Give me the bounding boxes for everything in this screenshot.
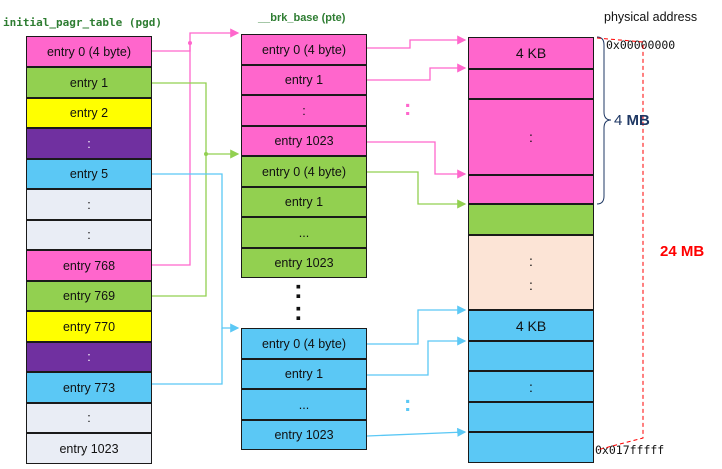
blue-side-dots: :: [404, 391, 412, 416]
arrow-pgd1-to-pte: [152, 82, 240, 159]
label-24mb: 24 MB: [660, 243, 705, 260]
junction-green: [204, 152, 208, 156]
pgd-entry-769: entry 769: [26, 281, 152, 311]
phys-peach-block: : :: [468, 235, 594, 310]
label-4mb-unit: MB: [626, 112, 650, 129]
pgd-entry-gap1: :: [26, 189, 152, 220]
pte-blue-entry-1023: entry 1023: [241, 420, 367, 450]
pgd-entry-2: entry 2: [26, 98, 152, 128]
pgd-entry-3: :: [26, 128, 152, 159]
label-4mb: 4 MB: [614, 112, 650, 129]
phys-green-block: [468, 204, 594, 235]
phys-blue-pages: :: [468, 371, 594, 402]
arrow-pte-pink-1023: [367, 141, 467, 179]
pte-pink-entry-1023: entry 1023: [241, 126, 367, 156]
pte-green-entry-gap: ...: [241, 217, 367, 248]
line-pgd768-to-pte: [152, 43, 191, 266]
phys-blue-page-last: [468, 432, 594, 463]
brace-4mb: [596, 36, 612, 205]
label-4mb-number: 4: [614, 112, 623, 129]
start-address: 0x00000000: [606, 38, 676, 52]
physical-address-header: physical address: [604, 10, 698, 24]
pte-pink-entry-0: entry 0 (4 byte): [241, 34, 367, 65]
pgd-entry-770: entry 770: [26, 311, 152, 342]
phys-peach-dots-1: :: [529, 252, 533, 269]
line-pgd769-to-pte: [152, 154, 207, 297]
pink-side-dots: :: [404, 95, 412, 120]
phys-blue-page-1: [468, 341, 594, 371]
pgd-entry-gap2: :: [26, 220, 152, 250]
phys-pink-page-1: [468, 69, 594, 99]
arrow-pte-blue-1023: [366, 427, 467, 437]
pgd-entry-1023: entry 1023: [26, 433, 152, 464]
line-pgd773-to-pte: [152, 328, 223, 385]
pte-blue-entry-gap: ...: [241, 389, 367, 420]
pgd-entry-773: entry 773: [26, 372, 152, 403]
arrow-pte-pink-1: [367, 63, 467, 81]
end-address: 0x017fffff: [595, 443, 665, 457]
arrow-pte-pink-0: [367, 35, 467, 49]
phys-pink-pages: :: [468, 99, 594, 175]
pte-green-entry-0: entry 0 (4 byte): [241, 156, 367, 187]
arrow-pte-blue-0: [367, 305, 467, 345]
phys-blue-page-0: 4 KB: [468, 310, 594, 341]
phys-pink-page-last: [468, 175, 594, 204]
phys-blue-page-3: [468, 402, 594, 432]
pgd-entry-gap4: :: [26, 403, 152, 433]
pte-green-entry-1023: entry 1023: [241, 248, 367, 278]
pgd-entry-gap3: :: [26, 342, 152, 372]
pte-middle-dots: :: [294, 274, 303, 304]
pte-title: __brk_base (pte): [258, 12, 346, 24]
pgd-entry-5: entry 5: [26, 159, 152, 189]
phys-pink-page-0: 4 KB: [468, 37, 594, 69]
arrow-pte-green-0: [367, 171, 467, 209]
arrow-pte-blue-1: [367, 336, 467, 376]
arrow-pgd5-to-pte: [152, 173, 240, 333]
pte-green-entry-1: entry 1: [241, 187, 367, 217]
pgd-entry-768: entry 768: [26, 250, 152, 281]
pte-blue-entry-1: entry 1: [241, 359, 367, 389]
bracket-24mb: [596, 37, 644, 451]
pte-middle-dots-2: :: [294, 296, 303, 326]
junction-pink: [188, 41, 192, 45]
pgd-entry-0: entry 0 (4 byte): [26, 36, 152, 67]
pte-blue-entry-0: entry 0 (4 byte): [241, 328, 367, 359]
pte-pink-entry-1: entry 1: [241, 65, 367, 95]
pgd-title: initial_pagr_table (pgd): [3, 16, 162, 29]
pte-pink-entry-gap: :: [241, 95, 367, 126]
pgd-entry-1: entry 1: [26, 67, 152, 98]
phys-peach-dots-2: :: [529, 276, 533, 293]
arrow-pgd0-to-pte: [152, 28, 240, 52]
